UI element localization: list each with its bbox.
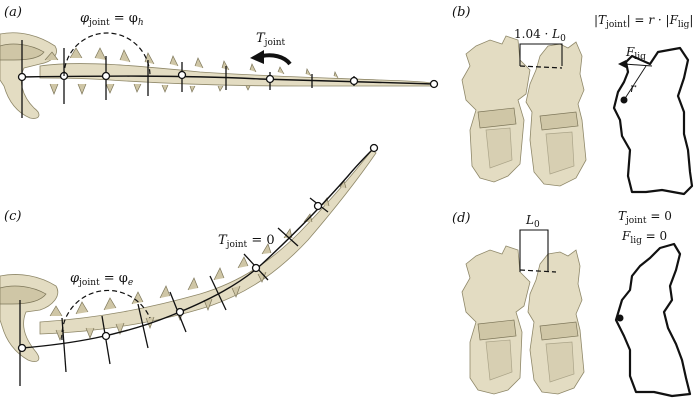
tail-vertebrae-a	[39, 47, 433, 95]
joint-node	[17, 72, 27, 82]
vertebra-right-b	[525, 41, 587, 187]
panel-d-label: (d)	[452, 211, 470, 226]
panel-a-label: (a)	[4, 5, 22, 20]
joint-node	[251, 263, 261, 273]
vertebra-left-d	[461, 245, 531, 395]
force-label-b: Flig	[625, 45, 646, 62]
pelvis-bone-c	[0, 274, 59, 362]
force-equation-d: Flig = 0	[621, 229, 667, 246]
joint-centre-dot	[620, 96, 628, 104]
gap-bracket-d	[519, 229, 549, 272]
joint-node	[175, 307, 185, 317]
joint-angle-equation-c: φjoint = φe	[70, 271, 133, 288]
lever-arm-line	[623, 65, 647, 101]
panel-c: (c) φjo	[0, 143, 379, 386]
joint-node	[101, 71, 111, 81]
ligament-force-arrow	[623, 63, 653, 67]
joint-angle-arc-a	[63, 32, 151, 77]
panel-b: (b) 1.04 · L0 |Tjoint| = r · |Flig|	[452, 5, 694, 196]
joint-node	[369, 143, 379, 153]
ligament-line-d	[519, 269, 557, 273]
vertebra-right-d	[527, 249, 585, 395]
gap-bracket-b	[519, 43, 563, 66]
joint-tick	[137, 303, 149, 349]
vertebra-left-b	[461, 35, 531, 183]
joint-tick	[209, 275, 227, 311]
spine-line-c	[21, 147, 375, 349]
joint-node	[101, 331, 111, 341]
vertebra-outline-b	[612, 46, 694, 196]
joint-node	[349, 76, 359, 86]
joint-angle-arc-c	[61, 289, 151, 341]
tail-vertebrae-c	[39, 149, 377, 341]
joint-tick	[277, 227, 299, 247]
joint-tick	[61, 317, 67, 373]
panel-a: (a)	[0, 5, 439, 119]
torque-label-a: Tjoint	[256, 31, 286, 48]
joint-node	[265, 74, 275, 84]
torque-equation-b: |Tjoint| = r · |Flig|	[594, 13, 693, 30]
gap-label-d: L0	[525, 213, 540, 230]
arrowhead-icon	[618, 60, 626, 68]
torque-equation-c: Tjoint = 0	[218, 233, 275, 250]
joint-node	[313, 201, 323, 211]
joint-centre-dot	[616, 314, 624, 322]
joint-node	[17, 343, 27, 353]
gap-label-b: 1.04 · L0	[514, 27, 566, 44]
torque-equation-d: Tjoint = 0	[618, 209, 672, 226]
panel-c-label: (c)	[4, 209, 21, 224]
joint-node	[429, 79, 439, 89]
vertebra-outline-d	[614, 242, 692, 398]
panel-d: (d) L0 Tjoint = 0 Flig = 0	[452, 209, 692, 398]
joint-node	[177, 70, 187, 80]
panel-b-label: (b)	[452, 5, 470, 20]
ligament-line-b	[519, 65, 563, 69]
joint-angle-equation-a: φjoint = φh	[80, 11, 144, 28]
spine-line-a	[21, 75, 435, 85]
lever-arm-label: r	[630, 81, 637, 95]
torque-arrow-icon	[250, 50, 292, 66]
